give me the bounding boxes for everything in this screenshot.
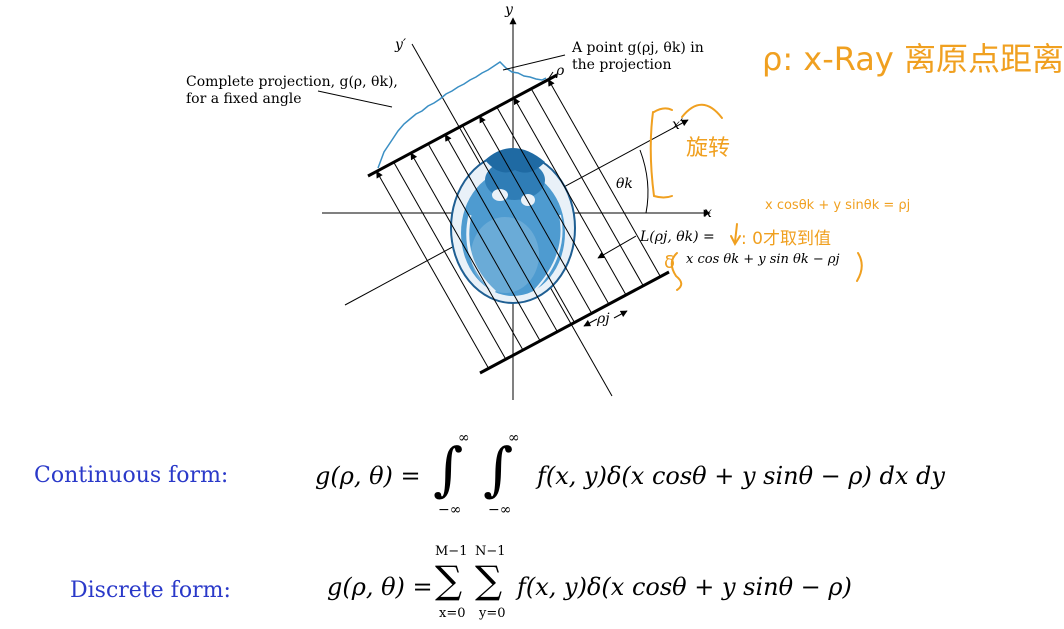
continuous-rhs: f(x, y)δ(x cosθ + y sinθ − ρ) dx dy (537, 462, 945, 490)
projection-leader (317, 90, 393, 108)
discrete-form-label: Discrete form: (70, 578, 231, 603)
y-axis-label: y (505, 2, 513, 18)
handwritten-result-note: : 0才取到值 (741, 229, 831, 249)
radon-projection-diagram (317, 17, 863, 400)
line-equation-label: L(ρj, θk) = (640, 229, 715, 245)
rhoj-arrow-right (613, 310, 628, 319)
sum-sign-2: ∑ (475, 558, 503, 602)
ray-path (410, 152, 524, 351)
integral-1-lower: −∞ (438, 502, 462, 518)
integral-sign-2: ∫ (483, 435, 514, 503)
ray-path (547, 78, 661, 277)
ray-path (427, 143, 541, 342)
fixed-angle-label: for a fixed angle (186, 91, 302, 107)
theta-arc (639, 149, 649, 214)
handwritten-marks (649, 103, 863, 291)
projection-point-label: A point g(ρj, θk) in (572, 40, 704, 56)
ray-path (462, 125, 575, 323)
theta-label: θk (616, 176, 633, 192)
sum-1-lower: x=0 (439, 606, 466, 621)
continuous-form-label: Continuous form: (34, 463, 229, 488)
sum-1-upper: M−1 (435, 544, 468, 559)
sum-2-lower: y=0 (479, 606, 506, 621)
head-cross-section (450, 147, 576, 304)
ray-path (513, 97, 627, 296)
continuous-lhs: g(ρ, θ) = (315, 462, 421, 490)
sum-sign-1: ∑ (435, 558, 463, 602)
integral-2-lower: −∞ (488, 502, 512, 518)
x-axis-label: x (704, 205, 712, 221)
integral-sign-1: ∫ (433, 435, 464, 503)
line-equation-body: x cos θk + y sin θk − ρj (686, 252, 840, 267)
projection-curve (377, 61, 547, 169)
discrete-rhs: f(x, y)δ(x cosθ + y sinθ − ρ) (517, 573, 852, 601)
ray-paths (376, 78, 661, 369)
complete-projection-label: Complete projection, g(ρ, θk), (186, 74, 398, 90)
integral-2-upper: ∞ (508, 430, 520, 446)
discrete-lhs: g(ρ, θ) = (327, 573, 433, 601)
handwritten-scribble: 旋转 (686, 136, 731, 161)
handwritten-line-eq: x cosθk + y sinθk = ρj (765, 198, 911, 213)
rho-label: ρ (556, 63, 565, 79)
ray-path (376, 170, 490, 369)
x-prime-axis-label: x′ (672, 117, 684, 133)
y-prime-axis-label: y′ (395, 37, 407, 53)
rho-leader (546, 71, 554, 82)
ray-path (496, 106, 610, 305)
projection-point-label-2: the projection (572, 57, 672, 73)
point-leader (502, 54, 566, 71)
sum-2-upper: N−1 (475, 544, 506, 559)
handwritten-delta: δ (664, 252, 676, 273)
handwritten-note-rho: ρ: x-Ray 离原点距离 (762, 40, 1064, 78)
rhoj-arrow-left (583, 318, 598, 327)
ray-path (530, 88, 644, 287)
ray-path (479, 115, 593, 314)
rhoj-label: ρj (597, 311, 610, 327)
line-label-leader (597, 235, 637, 259)
ray-path (444, 134, 558, 332)
ray-path (393, 161, 507, 360)
integral-1-upper: ∞ (458, 430, 470, 446)
